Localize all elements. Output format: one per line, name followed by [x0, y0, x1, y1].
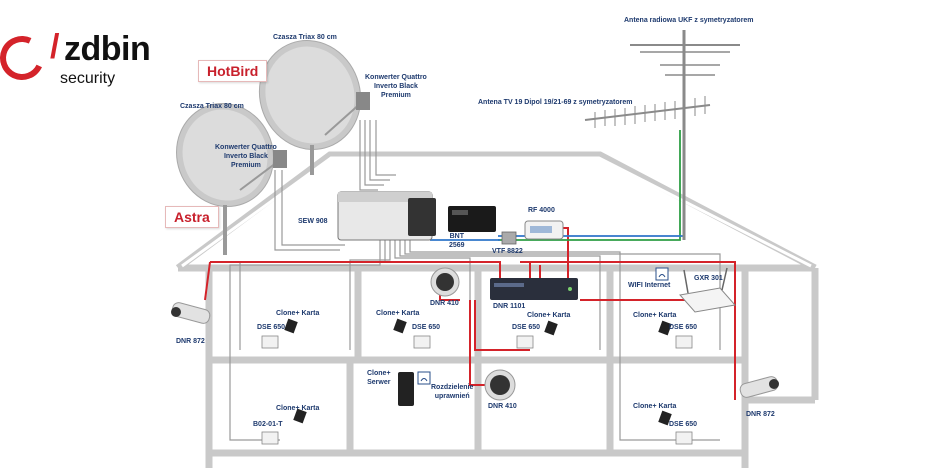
brand-logo: / zdbin security [0, 28, 190, 92]
card-receivers [284, 318, 672, 426]
dnr872-left-label: DNR 872 [176, 338, 205, 345]
brand-ring-icon [0, 29, 51, 87]
room6-card-label: Clone+ Karta [633, 403, 677, 410]
vtf8822-label: VTF 8822 [492, 248, 523, 255]
amplifier-bnt2569 [448, 206, 496, 232]
ukf-antenna-label: Antena radiowa UKF z symetryzatorem [624, 17, 754, 24]
modulator-rf4000 [524, 220, 564, 240]
right-satellite-dish [258, 40, 370, 175]
tv-antenna-label: Antena TV 19 Dipol 19/21-69 z symetryzat… [478, 99, 633, 106]
network-cables-red [204, 227, 736, 400]
room3-socket-label: DSE 650 [512, 324, 541, 331]
gxr301-label: GXR 301 [694, 275, 723, 282]
room1-card-label: Clone+ Karta [276, 310, 320, 317]
room4-card-label: Clone+ Karta [633, 312, 677, 319]
rights-separation-label: Rozdzielenie uprawnień [431, 384, 474, 400]
room4-socket-label: DSE 650 [669, 324, 698, 331]
sew908-label: SEW 908 [298, 218, 328, 225]
dnr872-right-label: DNR 872 [746, 411, 775, 418]
dnr1101-label: DNR 1101 [493, 303, 526, 310]
bullet-camera-right [739, 376, 779, 398]
brand-slash: / [50, 28, 60, 66]
room1-socket-label: DSE 650 [257, 324, 286, 331]
room2-socket-label: DSE 650 [412, 324, 441, 331]
dome-camera-top [430, 267, 460, 297]
wifi-signal-icon [655, 267, 669, 281]
dnr410-bottom-label: DNR 410 [488, 403, 517, 410]
room3-card-label: Clone+ Karta [527, 312, 571, 319]
router-gxr301 [679, 267, 736, 313]
clone-server-label: Clone+ Serwer [367, 370, 391, 386]
wall-sockets [261, 335, 693, 445]
left-lnb-label: Konwerter Quattro Inverto Black Premium [215, 144, 277, 169]
hotbird-tag: HotBird [198, 60, 268, 82]
rf4000-label: RF 4000 [528, 207, 555, 214]
astra-tag: Astra [165, 206, 219, 228]
room5-card-label: Clone+ Karta [276, 405, 320, 412]
room2-card-label: Clone+ Karta [376, 310, 420, 317]
left-satellite-dish [176, 102, 287, 255]
dnr410-top-label: DNR 410 [430, 300, 459, 307]
dome-camera-bottom [484, 369, 516, 401]
rights-signal-icon [417, 371, 431, 385]
splitter-vtf8822 [501, 231, 517, 245]
tv-antenna [584, 30, 740, 240]
multiswitch-sew908 [337, 191, 436, 241]
brand-name: zdbin [64, 30, 151, 68]
recorder-dnr1101 [490, 278, 578, 300]
bnt2569-label: BNT 2569 [449, 233, 465, 249]
left-dish-label: Czasza Triax 80 cm [180, 103, 244, 110]
clone-server [398, 372, 414, 406]
right-dish-label: Czasza Triax 80 cm [273, 34, 337, 41]
room5-socket-label: B02-01-T [253, 421, 283, 428]
room6-socket-label: DSE 650 [669, 421, 698, 428]
brand-tagline: security [60, 70, 116, 87]
house-walls [175, 151, 819, 468]
wifi-label: WIFI Internet [628, 282, 671, 289]
right-lnb-label: Konwerter Quattro Inverto Black Premium [365, 74, 427, 99]
bullet-camera-left [171, 302, 211, 324]
